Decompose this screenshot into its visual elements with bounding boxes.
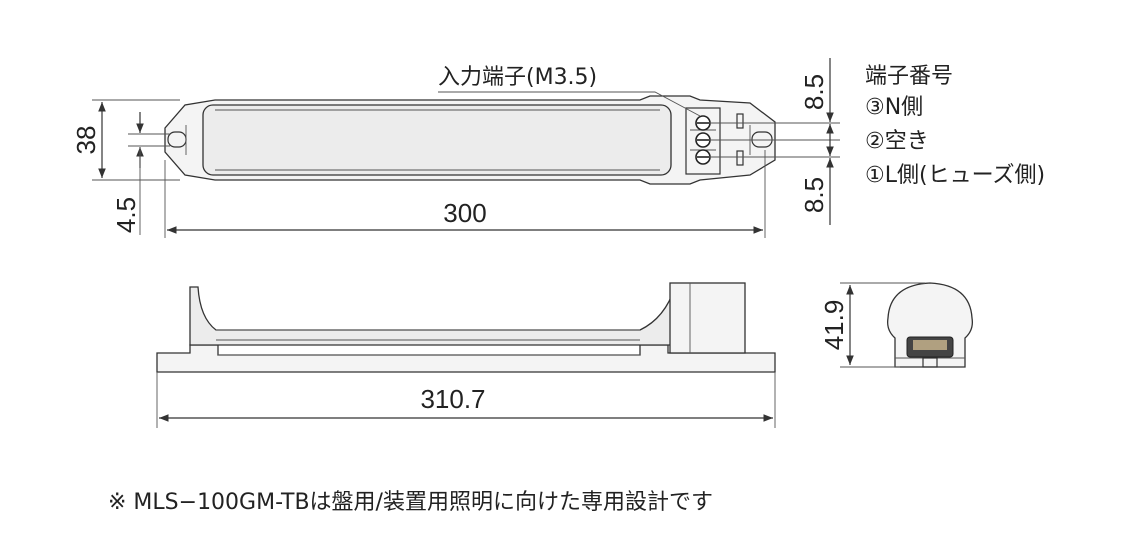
terminal-screw-2	[695, 132, 711, 148]
terminal-screw-1	[695, 149, 711, 165]
terminal-number-title: 端子番号	[865, 64, 953, 89]
terminal-pin-3: ③N側	[865, 95, 923, 120]
dim-8-5-bottom: 8.5	[799, 177, 829, 213]
design-note: ※ MLS−100GM-TBは盤用/装置用照明に向けた専用設計です	[108, 490, 713, 515]
dim-8-5-top: 8.5	[799, 74, 829, 110]
terminal-screw-3	[695, 115, 711, 131]
dim-4-5: 4.5	[111, 197, 141, 233]
input-terminal-label: 入力端子(M3.5)	[438, 65, 597, 90]
side-view: 310.7	[156, 282, 776, 428]
terminal-pin-2: ②空き	[865, 129, 929, 154]
end-view: 41.9	[819, 282, 973, 368]
top-view: 300 38 4.5 入力端子(M3.5) 8.5 8.5 端子番号 ③N側 ②…	[71, 58, 1045, 238]
dim-38: 38	[71, 126, 101, 155]
dim-41-9: 41.9	[819, 300, 849, 351]
dim-300: 300	[443, 198, 486, 228]
terminal-pin-1: ①L側(ヒューズ側)	[865, 163, 1045, 188]
dim-310-7: 310.7	[420, 384, 485, 414]
